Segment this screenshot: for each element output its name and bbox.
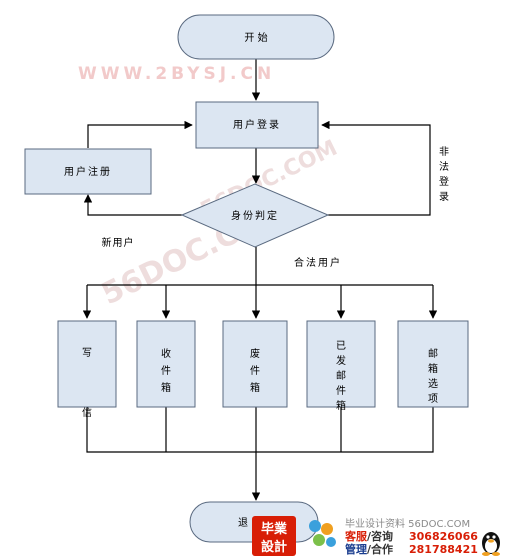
node-inbox [136,320,196,408]
label-write: 写信 [82,347,92,419]
ad-service-line: 客服/咨询 [344,529,393,543]
edge-merge-bus [86,407,434,453]
edge-identity-login-illegal [321,120,431,216]
node-sent [306,320,376,408]
watermark-top: WWW.2BYSJ.CN [78,64,275,84]
edge-identity-register [83,194,182,216]
people-icon [309,520,336,547]
label-exit: 退 [238,517,248,529]
node-options [397,320,469,408]
edge-register-login [87,120,193,148]
node-start [177,14,335,60]
node-identity [180,183,330,248]
ad-manage-line: 管理/合作 [345,542,393,556]
ad-manage-qq: 281788421 [409,543,478,556]
label-inbox: 收件箱 [161,347,171,394]
node-login [195,101,319,149]
node-register [24,148,152,195]
edges [82,59,438,501]
label-options: 邮箱选项 [428,347,438,405]
label-identity: 身份判定 [231,209,279,222]
edge-label-new-user: 新用户 [102,236,135,249]
edge-label-illegal: 非法登录 [439,146,449,203]
label-register: 用户注册 [64,165,112,178]
node-trash [222,320,288,408]
ad-service-qq: 306826066 [409,530,478,543]
footer-ad: 毕業 設計 毕业设计资料 56DOC.COM 客服/咨询 306826066 管… [252,516,500,556]
penguin-icon [482,532,500,556]
ad-tagline: 毕业设计资料 56DOC.COM [345,517,470,530]
ad-logo-bottom: 設計 [261,539,287,555]
label-start: 开 始 [244,31,267,44]
ad-logo-top: 毕業 [261,521,288,537]
label-login: 用户登录 [233,118,281,131]
label-trash: 废件箱 [250,347,260,394]
ad-logo-box [252,516,296,556]
node-write [57,320,117,408]
label-sent: 已发邮件箱 [336,341,346,412]
edge-label-legal-user: 合法用户 [294,256,342,269]
